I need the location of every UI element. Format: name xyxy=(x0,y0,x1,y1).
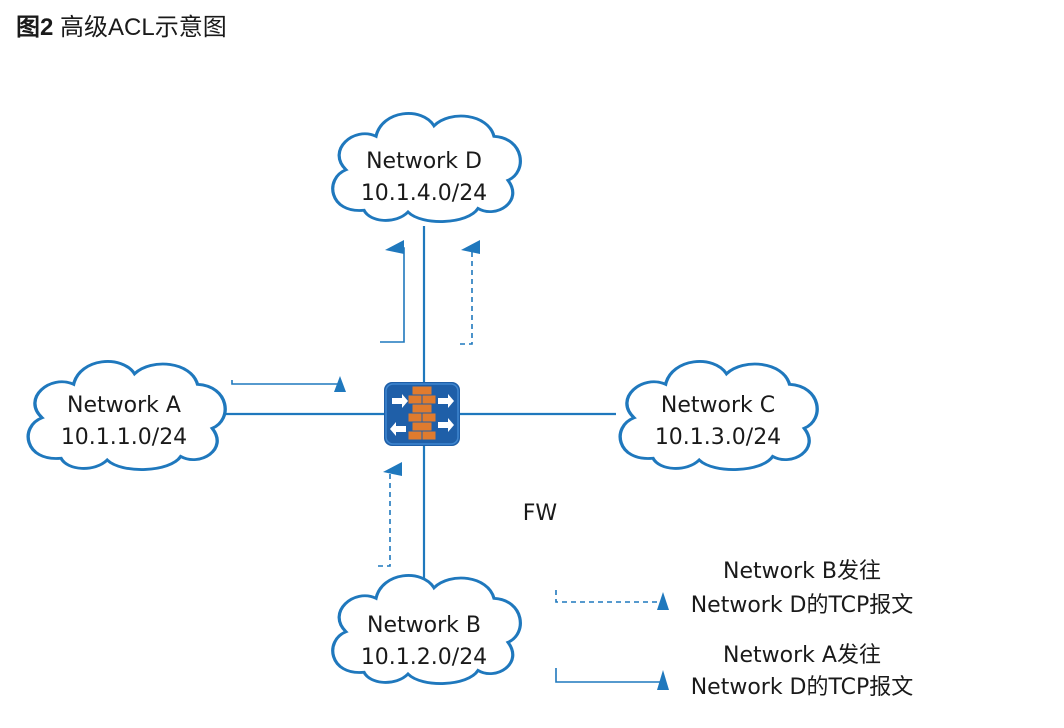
links xyxy=(224,226,616,578)
firewall-icon xyxy=(384,382,460,446)
legend-solid-line1: Network A发往 xyxy=(723,643,881,668)
network-a-subnet: 10.1.1.0/24 xyxy=(61,425,187,450)
flow-a-to-d-solid xyxy=(231,247,405,385)
firewall-label: FW xyxy=(523,501,558,526)
flow-b-arrowhead-lower xyxy=(383,462,402,476)
network-d-subnet: 10.1.4.0/24 xyxy=(361,181,487,206)
network-b-subnet: 10.1.2.0/24 xyxy=(361,645,487,670)
network-c-name: Network C xyxy=(661,393,775,418)
legend-solid-arrowhead xyxy=(657,670,669,690)
legend: Network B发往 Network D的TCP报文 Network A发往 … xyxy=(555,559,914,700)
network-a-name: Network A xyxy=(67,393,181,418)
legend-solid: Network A发往 Network D的TCP报文 xyxy=(555,643,914,700)
legend-dashed-arrowhead xyxy=(657,592,669,610)
flow-b-to-d-dashed xyxy=(378,248,473,567)
flow-a-arrowhead-up xyxy=(385,240,404,254)
figure-caption: 高级ACL示意图 xyxy=(60,14,227,41)
network-b-name: Network B xyxy=(367,613,481,638)
network-d-name: Network D xyxy=(366,149,482,174)
flow-b-arrowhead-upper xyxy=(461,240,480,254)
legend-dashed: Network B发往 Network D的TCP报文 xyxy=(555,559,914,618)
flow-a-arrowhead-right xyxy=(334,376,346,392)
legend-dashed-line1: Network B发往 xyxy=(723,559,881,584)
figure-title: 图2 高级ACL示意图 xyxy=(16,12,227,44)
figure-number: 图2 xyxy=(16,14,54,41)
legend-dashed-line2: Network D的TCP报文 xyxy=(691,593,914,618)
legend-solid-line2: Network D的TCP报文 xyxy=(691,675,914,700)
network-c-subnet: 10.1.3.0/24 xyxy=(655,425,781,450)
